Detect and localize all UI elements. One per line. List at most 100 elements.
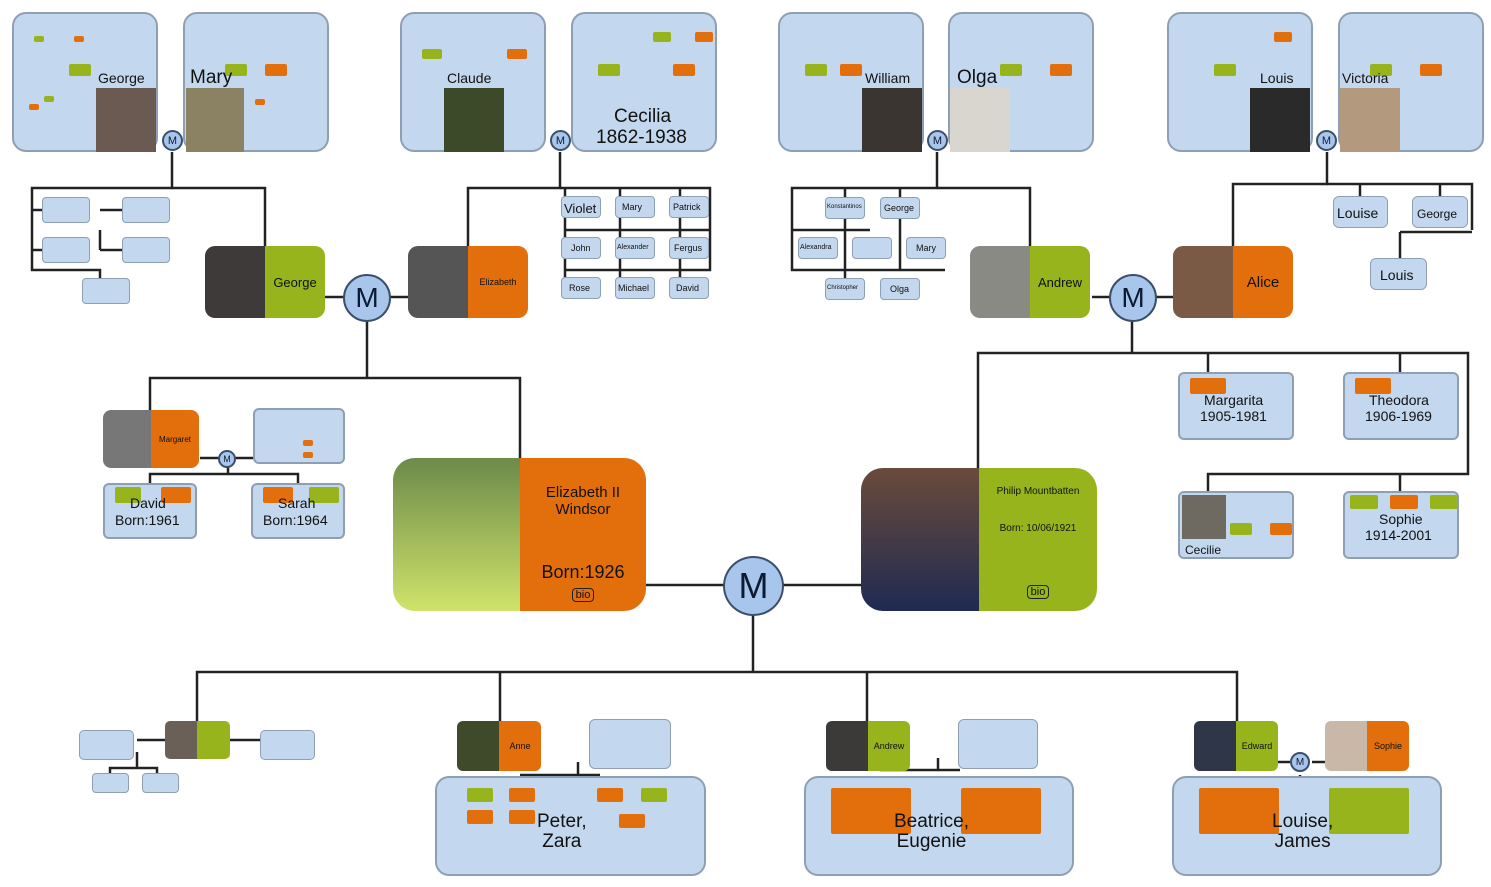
sibling-card-michael[interactable]: Michael: [615, 277, 655, 299]
child-card-harry[interactable]: [142, 773, 179, 793]
grandchildren-card-edward[interactable]: Louise, James: [1172, 776, 1442, 876]
name-sophie-greece: Sophie: [1379, 511, 1423, 527]
person-card-george-vi[interactable]: George: [205, 246, 325, 318]
sibling-card-konstantinos[interactable]: Konstantinos: [825, 197, 865, 219]
name-olga: Olga: [957, 67, 998, 88]
years-margarita: 1905-1981: [1200, 408, 1267, 424]
name-margarita: Margarita: [1204, 392, 1264, 408]
name-victoria: Victoria: [1342, 70, 1389, 86]
sibling-card-george-mountbatten[interactable]: George: [1412, 196, 1468, 228]
sibling-card-violet[interactable]: Violet: [561, 196, 601, 218]
person-card-anne[interactable]: Anne: [457, 721, 541, 771]
sibling-card-mary-greece[interactable]: Mary: [906, 237, 946, 259]
years-theodora: 1906-1969: [1365, 408, 1432, 424]
sibling-card[interactable]: [122, 237, 170, 263]
name-david: David: [130, 495, 166, 511]
photo-alice: [1173, 246, 1233, 318]
marriage-node-william-olga[interactable]: M: [927, 130, 948, 151]
photo-william[interactable]: [862, 88, 922, 152]
family-tree-camilla[interactable]: [79, 730, 134, 760]
name-sarah: Sarah: [278, 495, 316, 511]
sibling-card-mary[interactable]: Mary: [615, 196, 655, 218]
sibling-card-fergus[interactable]: Fergus: [669, 237, 709, 259]
family-tree-armstrong-jones[interactable]: [253, 408, 345, 464]
marriage-node-george-mary[interactable]: M: [162, 130, 183, 151]
sibling-card-george[interactable]: George: [880, 197, 920, 219]
photo-george-v[interactable]: [96, 88, 156, 152]
marriage-node-elizabeth-philip[interactable]: M: [723, 556, 784, 616]
bio-button-elizabeth[interactable]: bio: [571, 585, 595, 603]
sibling-card-louise[interactable]: Louise: [1333, 196, 1388, 228]
grandchildren-card-andrew[interactable]: Beatrice, Eugenie: [804, 776, 1074, 876]
photo-margaret: [103, 410, 151, 468]
sibling-card[interactable]: [122, 197, 170, 223]
person-card-edward[interactable]: Edward: [1194, 721, 1278, 771]
grandchildren-card-anne[interactable]: Peter, Zara: [435, 776, 706, 876]
sibling-card[interactable]: [852, 237, 892, 259]
person-card-margaret[interactable]: Margaret: [103, 410, 199, 468]
photo-elizabeth-ii: [393, 458, 520, 611]
sister-card-margarita[interactable]: Margarita 1905-1981: [1178, 372, 1294, 440]
years-sophie-greece: 1914-2001: [1365, 527, 1432, 543]
child-card-sarah-armstrong-jones[interactable]: Sarah Born:1964: [251, 483, 345, 539]
family-tree-cecilia[interactable]: [571, 12, 717, 152]
person-card-elizabeth-ii[interactable]: Elizabeth II Windsor Born:1926 bio: [393, 458, 646, 611]
person-card-elizabeth-queen-mother[interactable]: Elizabeth: [408, 246, 528, 318]
photo-louis-battenberg[interactable]: [1250, 88, 1310, 152]
surname-elizabeth-ii: Windsor: [555, 501, 611, 518]
name-mary: Mary: [190, 67, 233, 88]
sibling-card-alexandra[interactable]: Alexandra: [798, 237, 838, 259]
name-theodora: Theodora: [1369, 392, 1429, 408]
family-tree-diana[interactable]: [260, 730, 315, 760]
sibling-card-john[interactable]: John: [561, 237, 601, 259]
person-card-andrew-greece[interactable]: Andrew: [970, 246, 1090, 318]
name-sophie-wessex: Sophie: [1373, 741, 1403, 751]
name-george-v: George: [98, 70, 145, 86]
names-louise-james: Louise, James: [1272, 811, 1334, 852]
marriage-node-louis-victoria[interactable]: M: [1316, 130, 1337, 151]
photo-anne: [457, 721, 499, 771]
sister-card-sophie[interactable]: Sophie 1914-2001: [1343, 491, 1459, 559]
person-card-charles[interactable]: [165, 721, 230, 759]
child-card-william[interactable]: [92, 773, 129, 793]
name-louis-battenberg: Louis: [1260, 70, 1294, 86]
marriage-node-george-elizabeth[interactable]: M: [343, 274, 391, 322]
photo-olga[interactable]: [950, 88, 1010, 152]
bio-button-philip[interactable]: bio: [1026, 582, 1050, 600]
marriage-node-andrew-alice[interactable]: M: [1109, 274, 1157, 322]
sibling-card-patrick[interactable]: Patrick: [669, 196, 709, 218]
sibling-card-alexander[interactable]: Alexander: [615, 237, 655, 259]
sibling-card-david[interactable]: David: [669, 277, 709, 299]
sibling-card[interactable]: [42, 197, 90, 223]
sibling-card-rose[interactable]: Rose: [561, 277, 601, 299]
sister-card-cecilie[interactable]: Cecilie: [1178, 491, 1294, 559]
name-george-vi: George: [273, 274, 317, 290]
name-andrew-york: Andrew: [873, 741, 905, 751]
family-tree-sarah-ferguson[interactable]: [958, 719, 1038, 769]
sibling-card[interactable]: [82, 278, 130, 304]
photo-charles: [165, 721, 197, 759]
marriage-node-margaret[interactable]: M: [218, 450, 236, 468]
person-card-alice[interactable]: Alice: [1173, 246, 1293, 318]
sibling-card-christopher[interactable]: Christopher: [825, 278, 865, 300]
person-card-philip[interactable]: Philip Mountbatten Born: 10/06/1921 bio: [861, 468, 1097, 611]
marriage-node-edward-sophie[interactable]: M: [1290, 752, 1310, 772]
photo-claude[interactable]: [444, 88, 504, 152]
sibling-card[interactable]: [42, 237, 90, 263]
name-claude: Claude: [447, 70, 492, 86]
child-card-david-armstrong-jones[interactable]: David Born:1961: [103, 483, 197, 539]
photo-edward: [1194, 721, 1236, 771]
sibling-card-olga-greece[interactable]: Olga: [880, 278, 920, 300]
sibling-card-louis-mountbatten[interactable]: Louis: [1370, 258, 1427, 290]
person-card-andrew-york[interactable]: Andrew: [826, 721, 910, 771]
photo-andrew-york: [826, 721, 868, 771]
sister-card-theodora[interactable]: Theodora 1906-1969: [1343, 372, 1459, 440]
marriage-node-claude-cecilia[interactable]: M: [550, 130, 571, 151]
photo-sophie-wessex: [1325, 721, 1367, 771]
photo-victoria[interactable]: [1340, 88, 1400, 152]
photo-mary-of-teck[interactable]: [186, 88, 244, 152]
names-beatrice-eugenie: Beatrice, Eugenie: [894, 811, 969, 852]
photo-philip: [861, 468, 979, 611]
family-tree-mark-phillips[interactable]: [589, 719, 671, 769]
person-card-sophie-wessex[interactable]: Sophie: [1325, 721, 1409, 771]
